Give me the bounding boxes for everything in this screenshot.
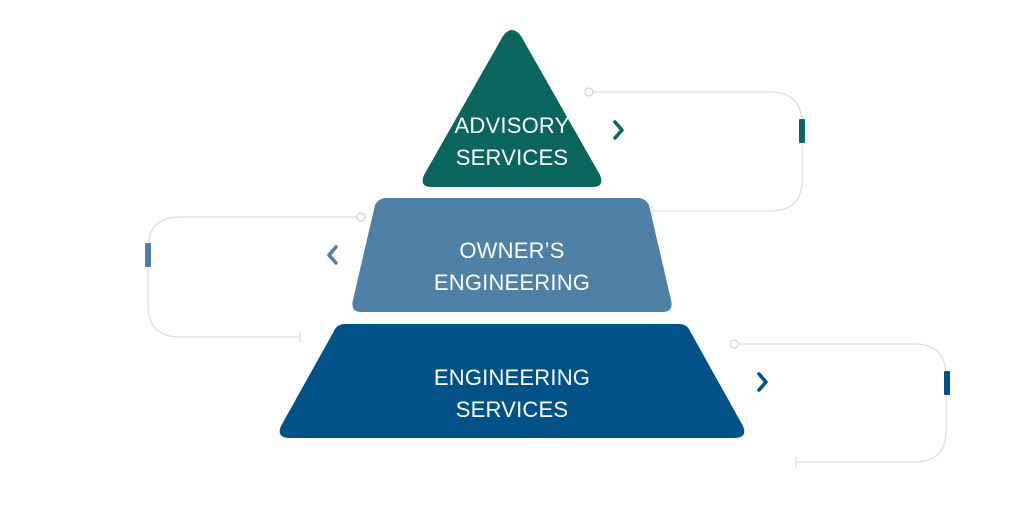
tier-engineering-label-line-2: SERVICES [456,397,568,422]
connector-engineering [729,339,947,467]
tier-engineering-services: ENGINEERING SERVICES [279,324,745,438]
tier-owners-engineering: OWNER’S ENGINEERING [352,198,672,312]
chevron-right-icon [757,372,768,392]
tier-owners-shape [352,198,672,312]
connector-owners [147,212,366,342]
bar-indicator-owners [145,243,151,267]
chevron-right-icon [613,120,624,140]
connector-advisory [584,87,803,216]
bar-indicator-advisory [799,119,805,143]
tier-engineering-label-line-1: ENGINEERING [434,365,590,390]
tier-advisory-services: ADVISORY SERVICES [422,30,602,187]
tier-owners-label-line-1: OWNER’S [459,238,564,263]
tier-advisory-shape [422,30,602,187]
tier-engineering-shape [279,324,745,438]
bar-indicator-engineering [944,371,950,395]
tier-advisory-label-line-2: SERVICES [456,145,568,170]
tier-owners-label-line-2: ENGINEERING [434,270,590,295]
chevron-left-icon [327,245,338,265]
tier-advisory-label-line-1: ADVISORY [455,113,570,138]
